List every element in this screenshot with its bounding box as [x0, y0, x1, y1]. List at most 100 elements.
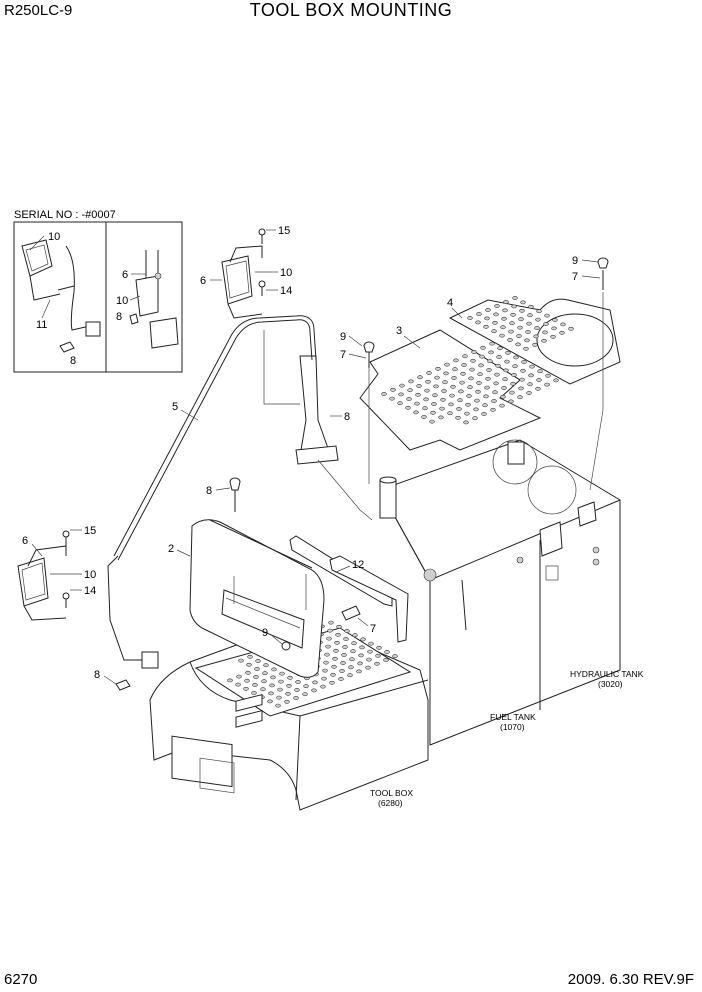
callout-10-left: 10	[84, 569, 96, 581]
perforation-hole	[450, 384, 456, 389]
perforation-hole	[429, 419, 435, 424]
perforation-hole	[384, 650, 390, 654]
perforation-hole	[260, 687, 266, 692]
serial-label: SERIAL NO : -#0007	[14, 209, 116, 221]
cover-2: 2 9 8	[168, 477, 325, 678]
perforation-hole	[392, 654, 398, 659]
tank-body: HYDRAULIC TANK (3020) FUEL TANK (1070)	[379, 439, 644, 746]
perforation-hole	[367, 649, 373, 654]
perforation-hole	[568, 326, 574, 331]
perforation-hole	[348, 665, 354, 670]
perforation-hole	[500, 325, 506, 330]
callout-15-upper: 15	[278, 225, 290, 237]
perforation-hole	[425, 379, 431, 384]
perforation-hole	[336, 624, 342, 629]
perforation-hole	[332, 656, 338, 661]
perforation-hole	[509, 321, 515, 326]
perforation-hole	[507, 338, 513, 342]
perforation-hole	[523, 346, 529, 351]
perforation-hole	[339, 669, 345, 673]
perforation-hole	[408, 379, 414, 384]
perforation-hole	[236, 674, 242, 679]
perforation-hole	[389, 396, 395, 401]
perforation-hole	[477, 372, 483, 377]
callout-10-inset: 10	[48, 231, 60, 243]
mirror-stay: 5 8	[113, 315, 373, 561]
perforation-hole	[488, 350, 494, 355]
perforation-hole	[244, 678, 250, 683]
perforation-hole	[493, 381, 499, 386]
callout-9-plate4: 9	[572, 255, 578, 267]
perforation-hole	[550, 334, 556, 339]
perforation-hole	[374, 661, 380, 666]
perforation-hole	[508, 329, 514, 334]
perforation-hole	[500, 394, 506, 399]
perforation-hole	[517, 325, 523, 330]
perforation-hole	[533, 334, 539, 339]
perforation-hole	[286, 683, 292, 688]
perforation-hole	[476, 381, 482, 385]
perforation-hole	[347, 673, 353, 678]
perforation-hole	[359, 645, 365, 650]
perforation-hole	[227, 678, 233, 683]
revision-date: 2009. 6.30 REV.9F	[567, 971, 694, 988]
page-number: 6270	[4, 971, 38, 988]
perforation-hole	[245, 670, 251, 675]
perforation-hole	[521, 360, 527, 364]
perforation-hole	[551, 326, 557, 331]
perforation-hole	[423, 397, 429, 402]
callout-10-upper: 10	[280, 267, 292, 279]
perforation-hole	[492, 390, 498, 395]
perforation-hole	[560, 322, 566, 327]
perforation-hole	[535, 386, 541, 391]
perforation-hole	[276, 695, 282, 700]
perforation-hole	[320, 684, 326, 689]
perforation-hole	[465, 402, 471, 407]
perforation-hole	[267, 699, 273, 704]
perforation-hole	[414, 401, 420, 406]
callout-7-bracket: 7	[370, 623, 376, 635]
perforation-hole	[343, 637, 349, 641]
perforation-hole	[512, 296, 518, 300]
perforation-hole	[479, 354, 485, 359]
perforation-hole	[358, 653, 364, 658]
perforation-hole	[494, 372, 500, 377]
perforation-hole	[268, 691, 274, 696]
perforation-hole	[322, 668, 328, 673]
perforation-hole	[399, 383, 405, 388]
perforation-hole	[492, 320, 498, 325]
perforation-hole	[528, 373, 534, 378]
perforation-hole	[329, 680, 335, 685]
perforation-hole	[487, 359, 493, 364]
perforation-hole	[534, 326, 540, 330]
callout-7-plate4: 7	[572, 271, 578, 283]
tool-box-number: (6280)	[378, 798, 403, 808]
perforation-hole	[324, 652, 330, 657]
perforation-hole	[368, 641, 374, 646]
perforation-hole	[424, 388, 430, 393]
perforation-hole	[269, 683, 275, 688]
perforation-hole	[453, 358, 459, 363]
perforation-hole	[472, 416, 478, 421]
callout-2: 2	[168, 543, 174, 555]
callout-8-cover: 8	[206, 485, 212, 497]
perforation-hole	[484, 316, 490, 321]
perforation-hole	[541, 338, 547, 343]
perforation-hole	[243, 686, 249, 691]
perforation-hole	[494, 304, 500, 308]
perforation-hole	[542, 330, 548, 335]
perforation-hole	[327, 628, 333, 633]
perforation-hole	[435, 366, 441, 371]
perforation-hole	[526, 321, 532, 326]
perforation-hole	[434, 375, 440, 380]
perforation-hole	[432, 393, 438, 398]
perforation-hole	[285, 691, 291, 696]
perforation-hole	[335, 632, 341, 637]
callout-3: 3	[396, 325, 402, 337]
perforation-hole	[360, 637, 366, 642]
perforation-hole	[321, 676, 327, 681]
perforation-hole	[438, 415, 444, 420]
perforation-hole	[464, 411, 470, 416]
perforation-hole	[262, 671, 268, 676]
perforation-hole	[490, 407, 496, 412]
